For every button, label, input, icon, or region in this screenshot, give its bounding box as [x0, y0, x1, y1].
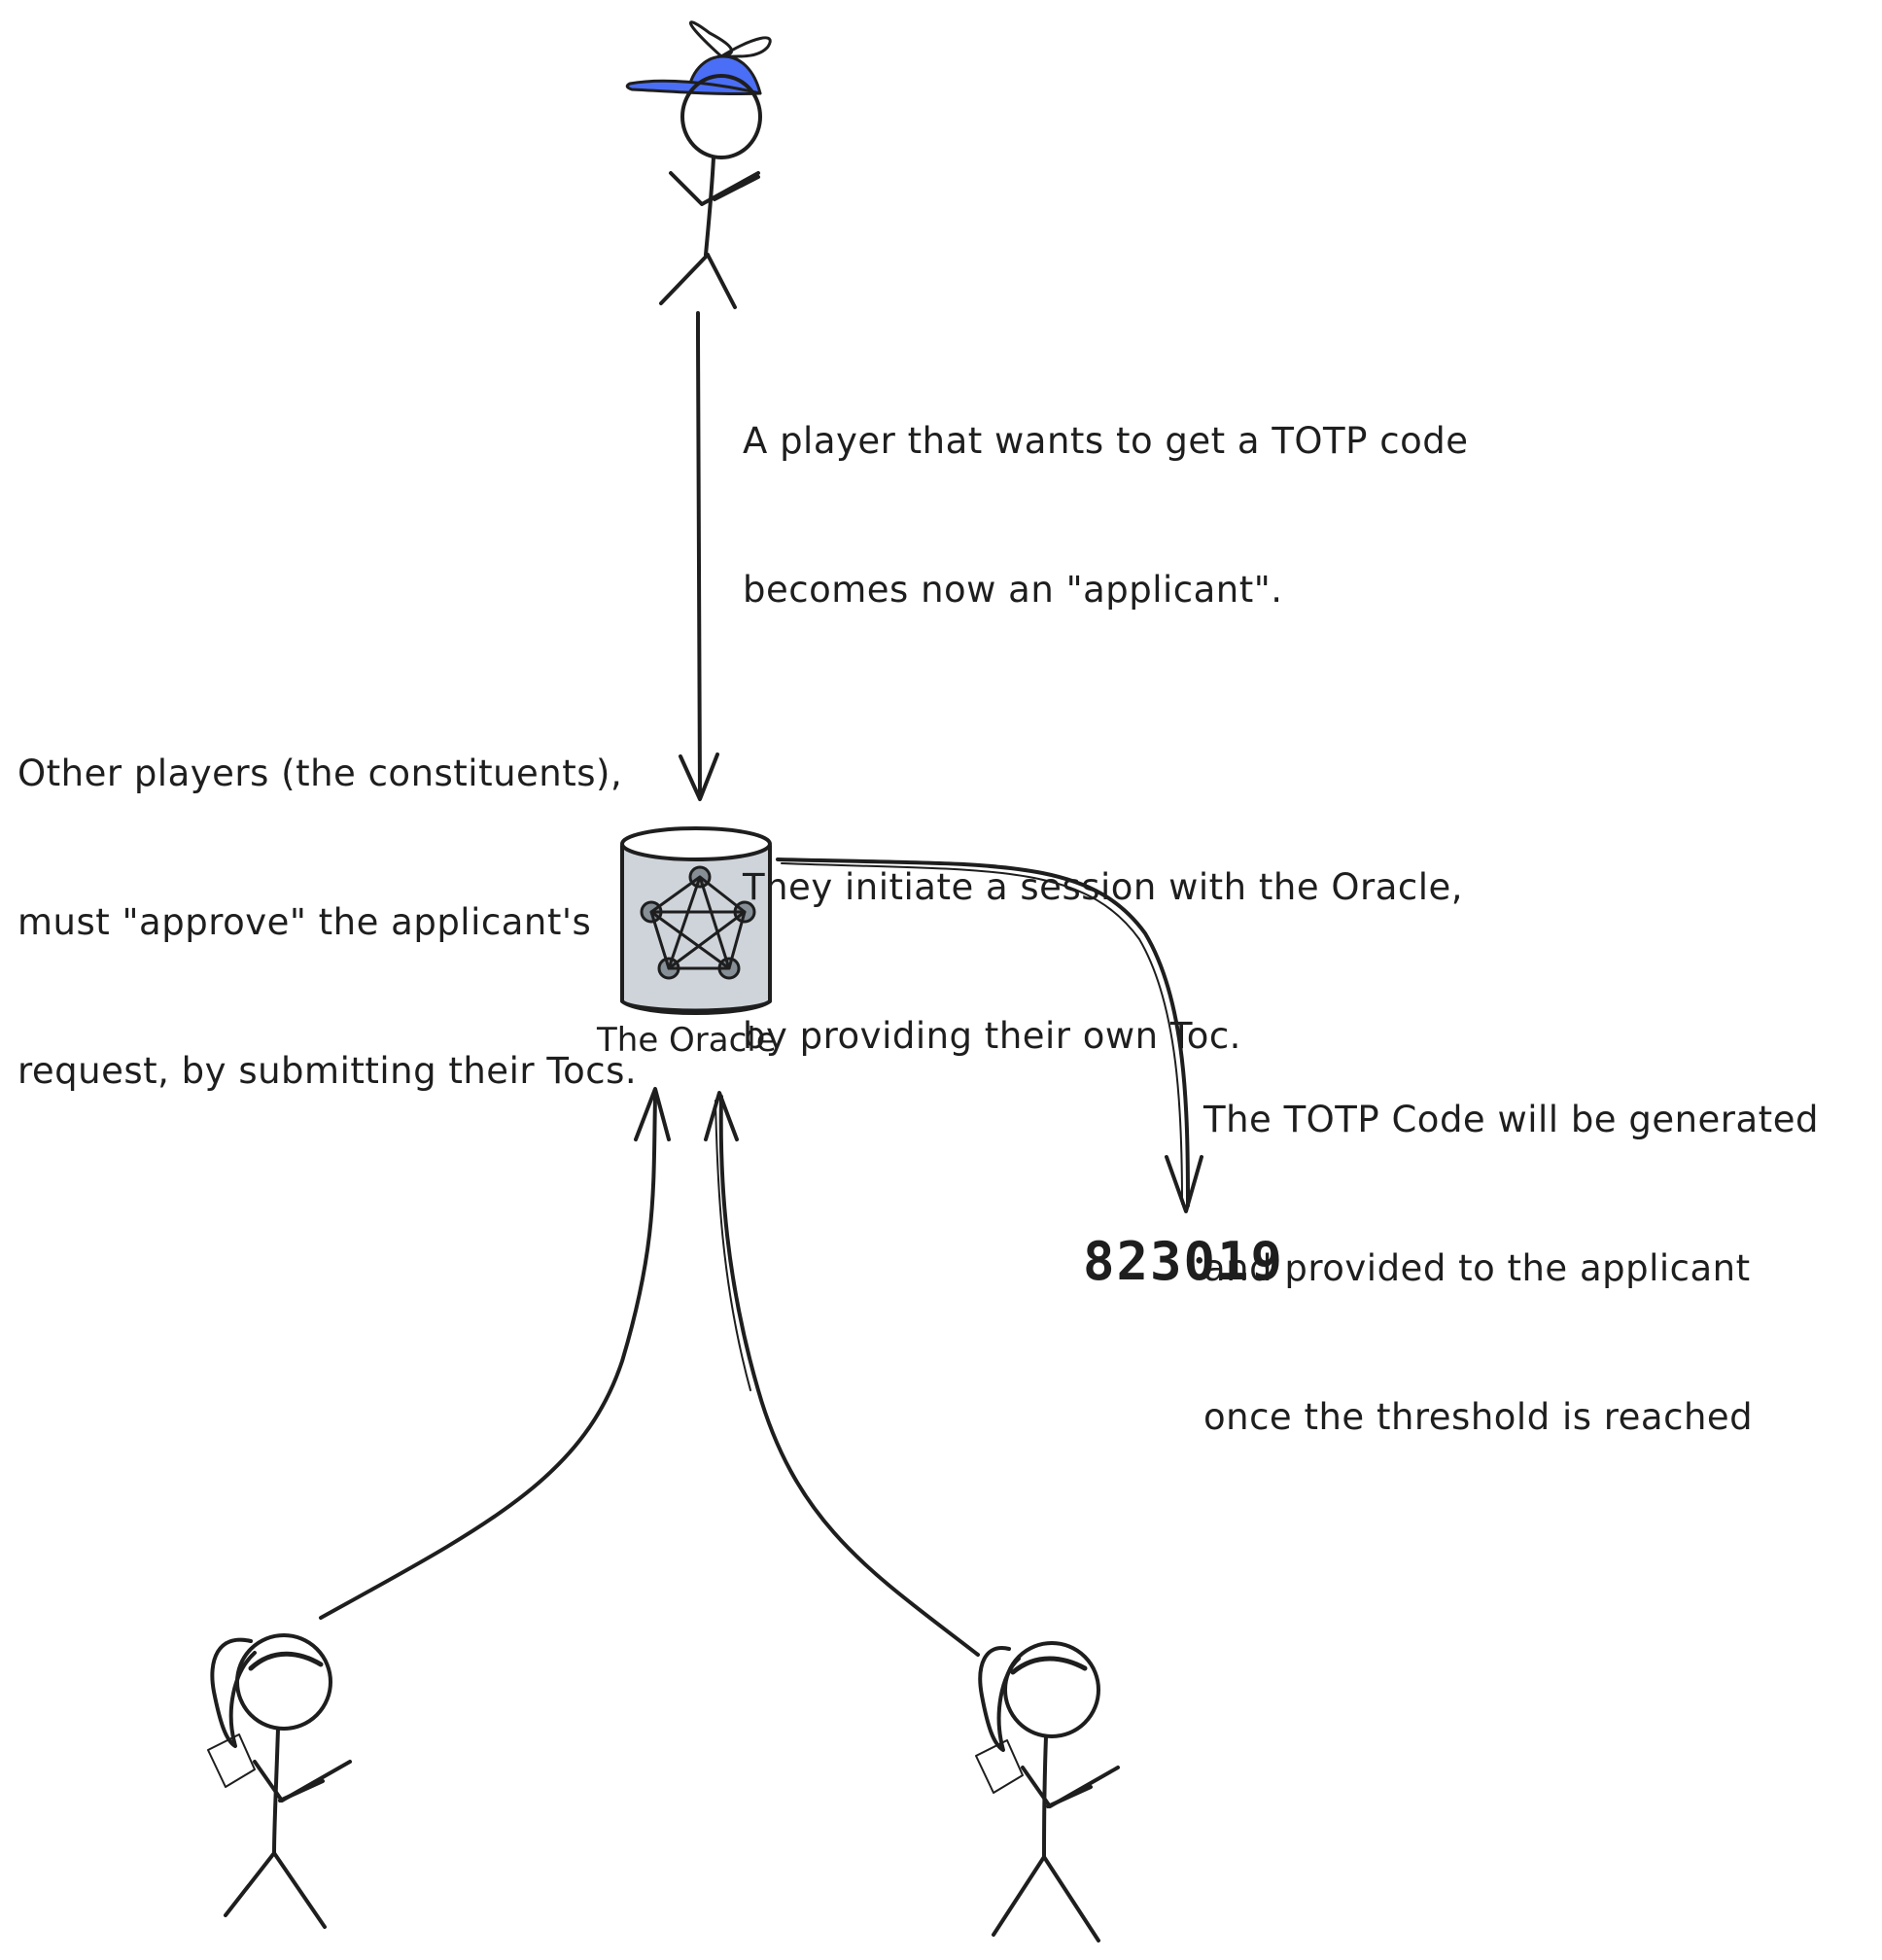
phone-icon: [975, 1739, 1024, 1794]
applicant-body: [704, 156, 715, 257]
constituents-note-line: must "approve" the applicant's: [17, 901, 592, 943]
constituents-note-line: request, by submitting their Tocs.: [17, 1050, 638, 1092]
applicant-note-line: A player that wants to get a TOTP code: [743, 420, 1469, 462]
oracle-label: The Oracle: [597, 1021, 777, 1060]
totp-code: 823019: [1083, 1231, 1285, 1292]
result-note-line: once the threshold is reached: [1203, 1396, 1754, 1438]
arrow-constituent-left-to-oracle: [319, 1087, 671, 1620]
applicant-note-line: by providing their own Toc.: [743, 1015, 1241, 1057]
oracle-database-icon: [620, 826, 772, 1015]
applicant-note-line: They initiate a session with the Oracle,: [743, 866, 1464, 908]
arrow-applicant-to-oracle: [679, 311, 719, 801]
applicant-note: A player that wants to get a TOTP code b…: [743, 317, 1468, 1110]
constituent-right-head: [1003, 1641, 1100, 1738]
applicant-figure: [625, 20, 772, 309]
arrow-oracle-to-code: [776, 858, 1203, 1213]
applicant-note-line: becomes now an "applicant".: [743, 569, 1283, 611]
result-note-line: The TOTP Code will be generated: [1203, 1099, 1819, 1140]
arrow-constituent-right-to-oracle: [704, 1091, 980, 1657]
constituents-note-line: Other players (the constituents),: [17, 752, 623, 794]
constituent-figure-right: [975, 1641, 1120, 1942]
applicant-head: [680, 74, 762, 159]
network-graph-icon: [640, 865, 756, 980]
constituents-note: Other players (the constituents), must "…: [17, 649, 637, 1145]
result-note: The TOTP Code will be generated and prov…: [1203, 996, 1819, 1491]
phone-icon: [207, 1733, 256, 1788]
constituent-figure-left: [207, 1633, 352, 1929]
constituent-left-head: [235, 1633, 332, 1731]
result-note-line: and provided to the applicant: [1203, 1247, 1751, 1289]
applicant-note-line: [743, 714, 1468, 763]
